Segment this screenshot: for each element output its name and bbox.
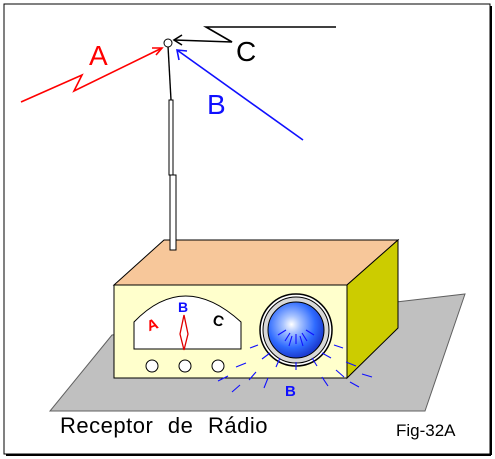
- sound-rays: [217, 329, 373, 393]
- signal-a-arrow: [20, 47, 164, 103]
- telescopic-antenna-icon: [163, 38, 177, 251]
- signal-b-arrow: [176, 49, 304, 141]
- signal-a-label: A: [89, 40, 108, 71]
- knob-icon: [145, 359, 225, 373]
- tuning-dial: [133, 295, 242, 350]
- figure-number: Fig-32A: [396, 421, 456, 440]
- dial-label-c: C: [211, 312, 226, 331]
- dial-label-b: B: [178, 299, 188, 315]
- figure-caption: Receptor de Rádio: [60, 413, 268, 438]
- signal-b-label: B: [207, 89, 226, 120]
- signal-c-arrow: [172, 26, 336, 46]
- speaker-icon: [259, 293, 333, 367]
- dial-pointer: [179, 314, 189, 351]
- signal-c-label: C: [236, 36, 256, 67]
- speaker-label-b: B: [285, 383, 296, 400]
